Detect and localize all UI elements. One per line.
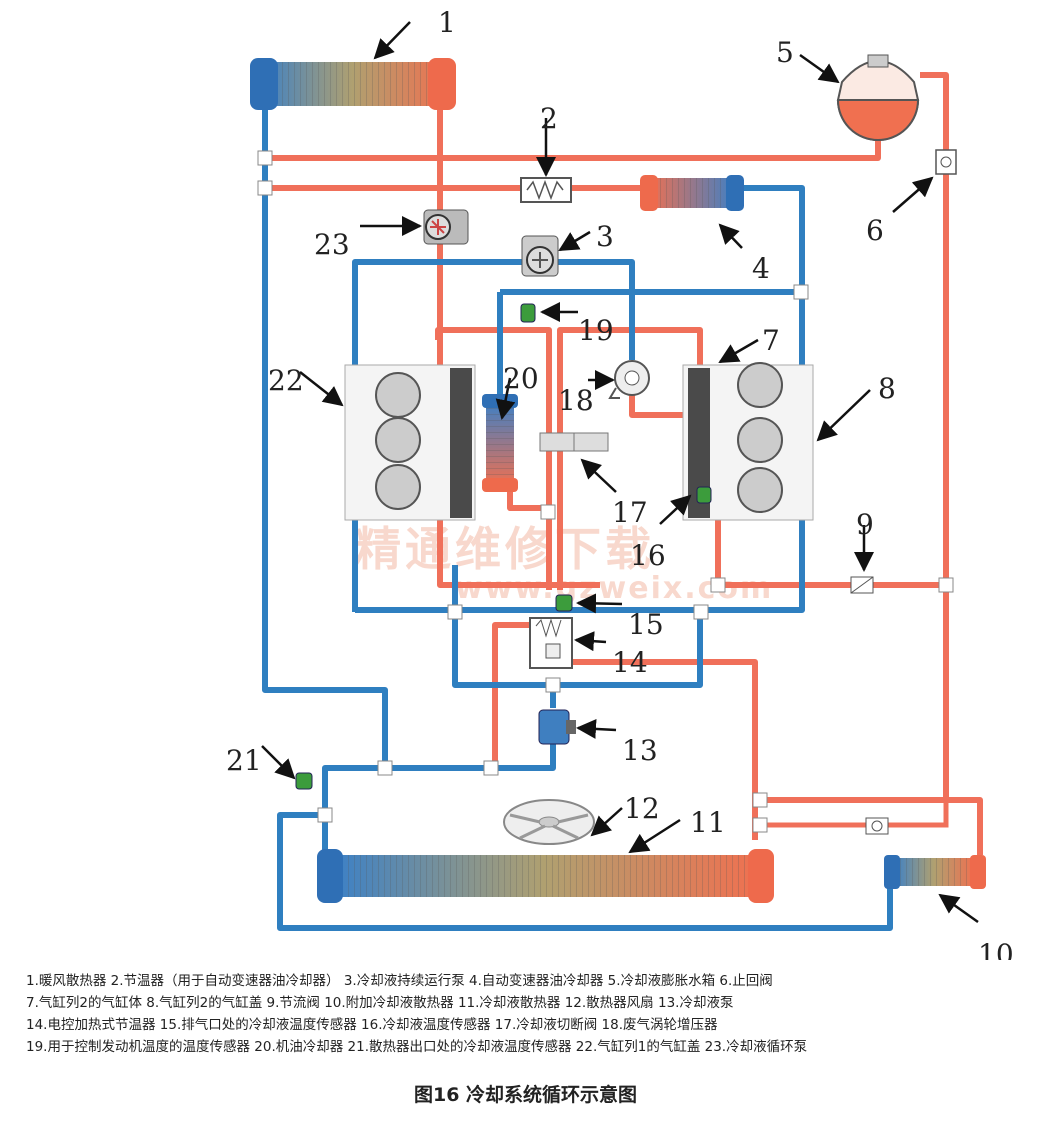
callout-arrow-1 xyxy=(373,21,411,60)
callout-arrow-20 xyxy=(495,377,516,420)
callout-number-7: 7 xyxy=(762,324,780,357)
coolant-pump xyxy=(538,709,576,745)
callout-arrows xyxy=(261,21,979,924)
atf-oil-cooler xyxy=(640,175,744,211)
additional-coolant-radiator xyxy=(884,855,986,889)
cylinder-bank-1 xyxy=(344,364,476,521)
callout-arrow-22 xyxy=(299,371,344,407)
callout-number-2: 2 xyxy=(540,102,558,135)
callout-number-10: 10 xyxy=(978,938,1014,960)
legend-line: 19.用于控制发动机温度的温度传感器 20.机油冷却器 21.散热器出口处的冷却… xyxy=(26,1039,808,1055)
callout-number-12: 12 xyxy=(624,792,660,825)
pipe-junctions xyxy=(257,150,954,833)
callout-number-17: 17 xyxy=(612,496,648,529)
callout-arrow-7 xyxy=(718,338,759,364)
callout-arrow-3 xyxy=(558,230,591,252)
legend-line: 1.暖风散热器 2.节温器（用于自动变速器油冷却器） 3.冷却液持续运行泵 4.… xyxy=(26,973,773,989)
check-valve-loop xyxy=(760,595,949,828)
callout-arrow-10 xyxy=(938,893,979,924)
coolant-circulation-pump xyxy=(423,209,469,245)
legend-line: 7.气缸列2的气缸体 8.气缸列2的气缸盖 9.节流阀 10.附加冷却液散热器 … xyxy=(26,995,734,1011)
pipe-expansion-tank-return xyxy=(920,72,949,585)
pipe-radiator-right-top xyxy=(760,797,983,855)
pipe-thermostat-to-radiator xyxy=(560,659,758,840)
callout-number-6: 6 xyxy=(866,214,884,247)
legend-line: 14.电控加热式节温器 15.排气口处的冷却液温度传感器 16.冷却液温度传感器… xyxy=(26,1017,718,1033)
heater-core xyxy=(250,58,456,110)
callout-number-13: 13 xyxy=(622,734,658,767)
watermark-url: www.gzweix.com xyxy=(455,571,773,606)
radiator-fan xyxy=(503,799,595,845)
callout-arrow-8 xyxy=(816,389,871,442)
engine-oil-cooler xyxy=(482,394,518,492)
callout-number-19: 19 xyxy=(578,314,614,347)
callout-arrow-12 xyxy=(590,807,623,837)
callout-arrow-13 xyxy=(576,718,617,739)
pipe-engine-top-left xyxy=(435,327,552,590)
callout-number-22: 22 xyxy=(268,364,304,397)
engine-temp-sensor xyxy=(520,303,536,323)
pipe-turbo-out xyxy=(629,395,700,418)
callout-number-14: 14 xyxy=(612,646,648,679)
callout-arrow-15 xyxy=(576,593,623,614)
callout-arrow-5 xyxy=(799,53,840,84)
legend: 1.暖风散热器 2.节温器（用于自动变速器油冷却器） 3.冷却液持续运行泵 4.… xyxy=(26,970,1026,1058)
expansion-tank xyxy=(836,54,920,141)
callout-number-15: 15 xyxy=(628,608,664,641)
callout-arrow-16 xyxy=(659,494,692,525)
watermark-main: 精通维修下载 xyxy=(355,522,655,576)
pipe-oilcooler-out xyxy=(507,488,548,511)
check-valve xyxy=(935,149,957,175)
pipe-expansion-tank-feed xyxy=(262,137,881,161)
continuous-run-pump xyxy=(521,235,559,277)
callout-arrow-17 xyxy=(580,458,617,493)
callout-number-23: 23 xyxy=(314,228,350,261)
radiator-outlet-temp-sensor xyxy=(295,772,313,790)
pipe-pump-outlet xyxy=(322,742,556,815)
callout-number-20: 20 xyxy=(503,362,539,395)
callout-number-9: 9 xyxy=(856,508,874,541)
coolant-radiator xyxy=(317,849,774,903)
callout-number-3: 3 xyxy=(596,220,614,253)
callout-number-16: 16 xyxy=(630,539,666,572)
callout-number-4: 4 xyxy=(752,252,770,285)
callout-number-8: 8 xyxy=(878,372,896,405)
pipe-aux-radiator-feed xyxy=(760,585,949,803)
callout-number-5: 5 xyxy=(776,36,794,69)
figure-caption: 图16 冷却系统循环示意图 xyxy=(413,1084,638,1106)
coolant-temp-sensor-16 xyxy=(696,486,712,504)
check-valve-lower xyxy=(865,817,889,835)
pipe-radiator-return xyxy=(277,812,893,931)
callout-number-21: 21 xyxy=(226,744,262,777)
callout-arrow-14 xyxy=(574,631,607,652)
callout-arrow-21 xyxy=(261,745,296,780)
watermark: 精通维修下载 www.gzweix.com xyxy=(355,522,773,606)
atf-thermostat xyxy=(520,177,572,203)
coolant-shutoff-valve xyxy=(539,432,609,452)
callout-number-1: 1 xyxy=(438,6,456,39)
turbocharger xyxy=(608,360,650,399)
cooling-system-diagram: 精通维修下载 www.gzweix.com xyxy=(226,6,1014,960)
pipe-heater-return xyxy=(262,80,388,768)
callout-number-11: 11 xyxy=(690,806,726,839)
callout-arrow-6 xyxy=(892,176,934,213)
callout-arrow-11 xyxy=(628,818,681,854)
throttle-valve xyxy=(850,576,874,594)
callout-number-18: 18 xyxy=(558,384,594,417)
electric-thermostat xyxy=(529,617,573,669)
exhaust-coolant-temp-sensor xyxy=(555,594,573,612)
callout-arrow-4 xyxy=(718,223,743,249)
